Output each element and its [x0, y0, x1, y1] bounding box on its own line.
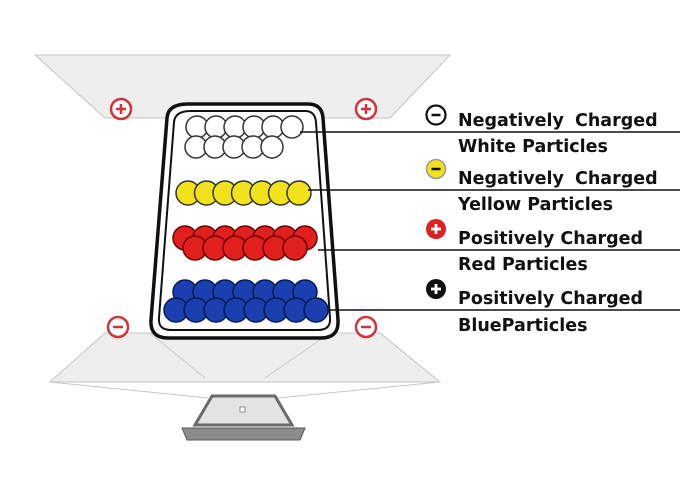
legend-red-line1: Positively Charged — [458, 229, 644, 249]
top-electrode-plate — [33, 54, 452, 119]
legend-white-line1: Negatively Charged — [458, 111, 658, 131]
positive-electrode-left — [109, 97, 133, 121]
legend-yellow-line2: Yellow Particles — [458, 195, 614, 215]
legend-yellow-line1: Negatively Charged — [458, 169, 658, 189]
bottom-electrode-plate — [48, 332, 442, 383]
legend-blue-line2: BlueParticles — [458, 316, 588, 336]
bottom-plate-guide-line — [264, 332, 331, 379]
plus-circle-red-icon — [426, 219, 446, 239]
plus-icon — [361, 104, 371, 114]
white-particle — [280, 115, 304, 139]
negative-electrode-left — [106, 315, 130, 339]
white-particle — [260, 135, 284, 159]
particle-layers — [163, 115, 329, 323]
bottom-plate-guide-line — [49, 381, 209, 399]
positive-electrode-right — [354, 97, 378, 121]
legend-white-line2: White Particles — [458, 137, 608, 157]
microcapsule-outer — [149, 102, 340, 340]
negative-electrode-right — [354, 315, 378, 339]
blue-particle — [303, 297, 329, 323]
legend-blue-line1: Positively Charged — [458, 289, 644, 309]
legend-red-line2: Red Particles — [458, 255, 588, 275]
bottom-plate-guide-line — [276, 381, 441, 399]
microcapsule-inner — [157, 110, 332, 331]
leader-lines — [300, 131, 680, 311]
minus-circle-yellow-icon — [425, 158, 447, 180]
red-particle — [282, 235, 308, 261]
base-pedestal-marker — [239, 406, 246, 413]
plus-circle-black-icon — [426, 279, 446, 299]
minus-circle-outline-icon — [425, 104, 447, 126]
yellow-particle — [286, 180, 312, 206]
bottom-plate-guide-line — [149, 332, 206, 379]
base-pedestal-side — [181, 427, 306, 441]
plus-icon — [116, 104, 126, 114]
